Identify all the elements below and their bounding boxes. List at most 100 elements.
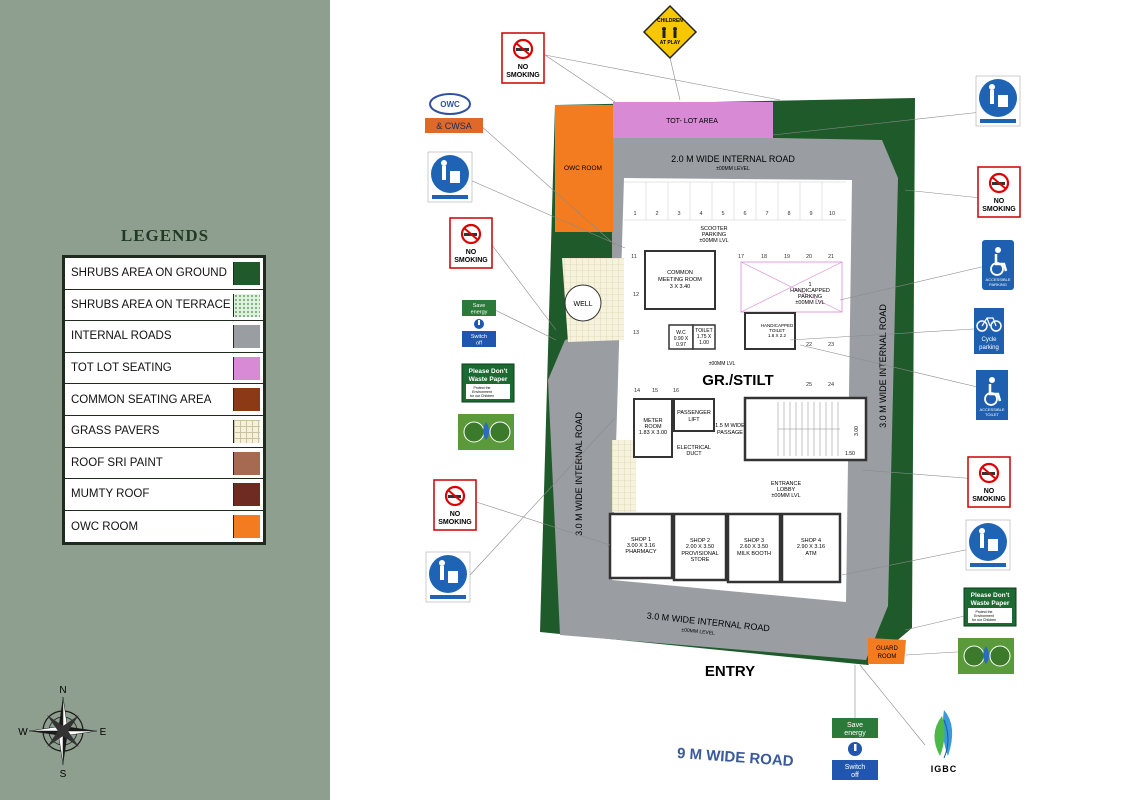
legend-row: INTERNAL ROADS [65,321,263,353]
sign-text: Switch [845,764,866,771]
scooter-parking-label: SCOOTER [700,226,727,232]
meter-room [633,398,673,458]
wc-label: W.C [676,330,686,336]
compass-east: E [100,727,107,738]
sign-text: Protect the [976,610,993,614]
shop-2-label: PROVISIONAL [681,551,718,557]
no-smoking-text: SMOKING [454,257,488,264]
sign-text: parking [979,345,999,351]
sign-text: energy [471,310,488,316]
no-smoking-sign: NO SMOKING [977,166,1021,218]
sign-text: AT PLAY [660,40,681,46]
igbc-text: IGBC [931,764,958,774]
shop-1-label: 3.00 X 3.16 [627,543,655,549]
accessible-parking-sign: ACCESSIBLE PARKING [982,240,1014,290]
sign-text: Cycle [981,337,997,343]
shop-1 [608,512,674,580]
parking-number: 5 [721,211,724,217]
compass-north: N [59,686,66,696]
duct-label: ELECTRICAL [677,445,711,451]
legend-row: GRASS PAVERS [65,416,263,448]
meter-room-label: ROOM [644,424,662,430]
shop-3 [726,512,782,584]
legend-label: ROOF SRI PAINT [71,456,163,469]
shop-2-label: STORE [691,557,710,563]
sign-text: off [476,341,482,347]
lift-label: LIFT [688,417,700,423]
sign-text: Please Don't [469,368,509,375]
water-saving-sign [958,638,1014,674]
sign-text: Waste Paper [469,376,508,383]
site-plan: OWC ROOM TOT- LOT AREA GUARD ROOM 2.0 M … [425,4,1021,780]
legend-swatch [233,262,260,285]
handicapped-toilet [744,312,796,350]
handicapped-toilet-label: 1.8 X 2.2 [768,333,787,338]
toilet-label: 1.75 X [697,334,712,340]
guard-room-label: GUARD [876,646,898,652]
parking-number: 8 [787,211,790,217]
no-smoking-text: SMOKING [982,206,1016,213]
passenger-lift [673,398,715,432]
shop-2-label: 2.00 X 3.50 [686,544,714,550]
sign-text: Waste Paper [971,600,1010,607]
meeting-room-label: COMMON [667,270,693,276]
compass-south: S [60,769,67,780]
sign-text: ACCESSIBLE [979,407,1004,412]
tot-lot-area [613,102,773,138]
parking-number: 11 [631,254,637,260]
meeting-room-label: MEETING ROOM [658,277,702,283]
parking-number: 12 [633,292,639,298]
no-smoking-text: SMOKING [506,72,540,79]
save-energy-sign: Save energy Switch off [832,718,878,780]
no-smoking-text: NO [450,511,461,518]
sign-text: ACCESSIBLE [985,277,1010,282]
handicapped-parking-label: PARKING [798,294,822,300]
floor-title: GR./STILT [702,372,773,389]
legend-swatch [233,483,260,507]
shop-2 [672,512,728,582]
sign-text: off [851,772,859,779]
no-smoking-text: NO [984,488,995,495]
compass-west: W [18,727,28,738]
dustbin-sign [975,75,1021,127]
accessible-toilet-sign: ACCESSIBLE TOILET [976,370,1008,420]
sign-text: Save [847,722,863,729]
sign-text: energy [844,730,866,737]
legend-row: ROOF SRI PAINT [65,448,263,480]
passage-label: PASSAGE [717,430,743,436]
stair-dimension: 3.00 [854,426,860,436]
parking-number: 4 [699,211,702,217]
tot-lot-label: TOT- LOT AREA [666,118,718,125]
sign-text: Environment [974,614,994,618]
legend-title: LEGENDS [120,226,210,245]
shop-3-label: 2.60 X 3.50 [740,544,768,550]
shop-1-label: PHARMACY [625,549,657,555]
well-label: WELL [573,301,592,308]
igbc-logo: IGBC [931,710,958,774]
handicapped-parking-label: ±00MM LVL [795,300,824,306]
sign-text: CHILDREN [657,18,683,24]
parking-number: 16 [673,388,679,394]
shop-4-label: 2.90 X 3.16 [797,544,825,550]
legend-swatch [233,325,260,349]
sign-text: Protect the [474,386,491,390]
parking-number: 1 [633,211,636,217]
no-smoking-sign: NO SMOKING [433,479,477,531]
no-smoking-text: SMOKING [438,519,472,526]
cycle-parking-sign: Cycle parking [974,308,1004,354]
shop-4 [780,512,842,584]
guard-room [868,638,906,664]
leader-lines [469,54,1001,746]
legend-label: TOT LOT SEATING [71,362,172,375]
well [564,284,602,322]
legend-label: INTERNAL ROADS [71,330,172,343]
children-at-play-sign: CHILDREN AT PLAY [642,4,698,60]
handicapped-parking-label: 1 [808,282,811,288]
main-road-label: 9 M WIDE ROAD [677,745,795,770]
legend-row: TOT LOT SEATING [65,353,263,385]
legend-label: MUMTY ROOF [71,488,150,501]
no-smoking-sign: NO SMOKING [967,456,1011,508]
shop-1-label: SHOP 1 [631,537,651,543]
no-smoking-text: NO [466,249,477,256]
parking-number: 17 [738,254,744,260]
